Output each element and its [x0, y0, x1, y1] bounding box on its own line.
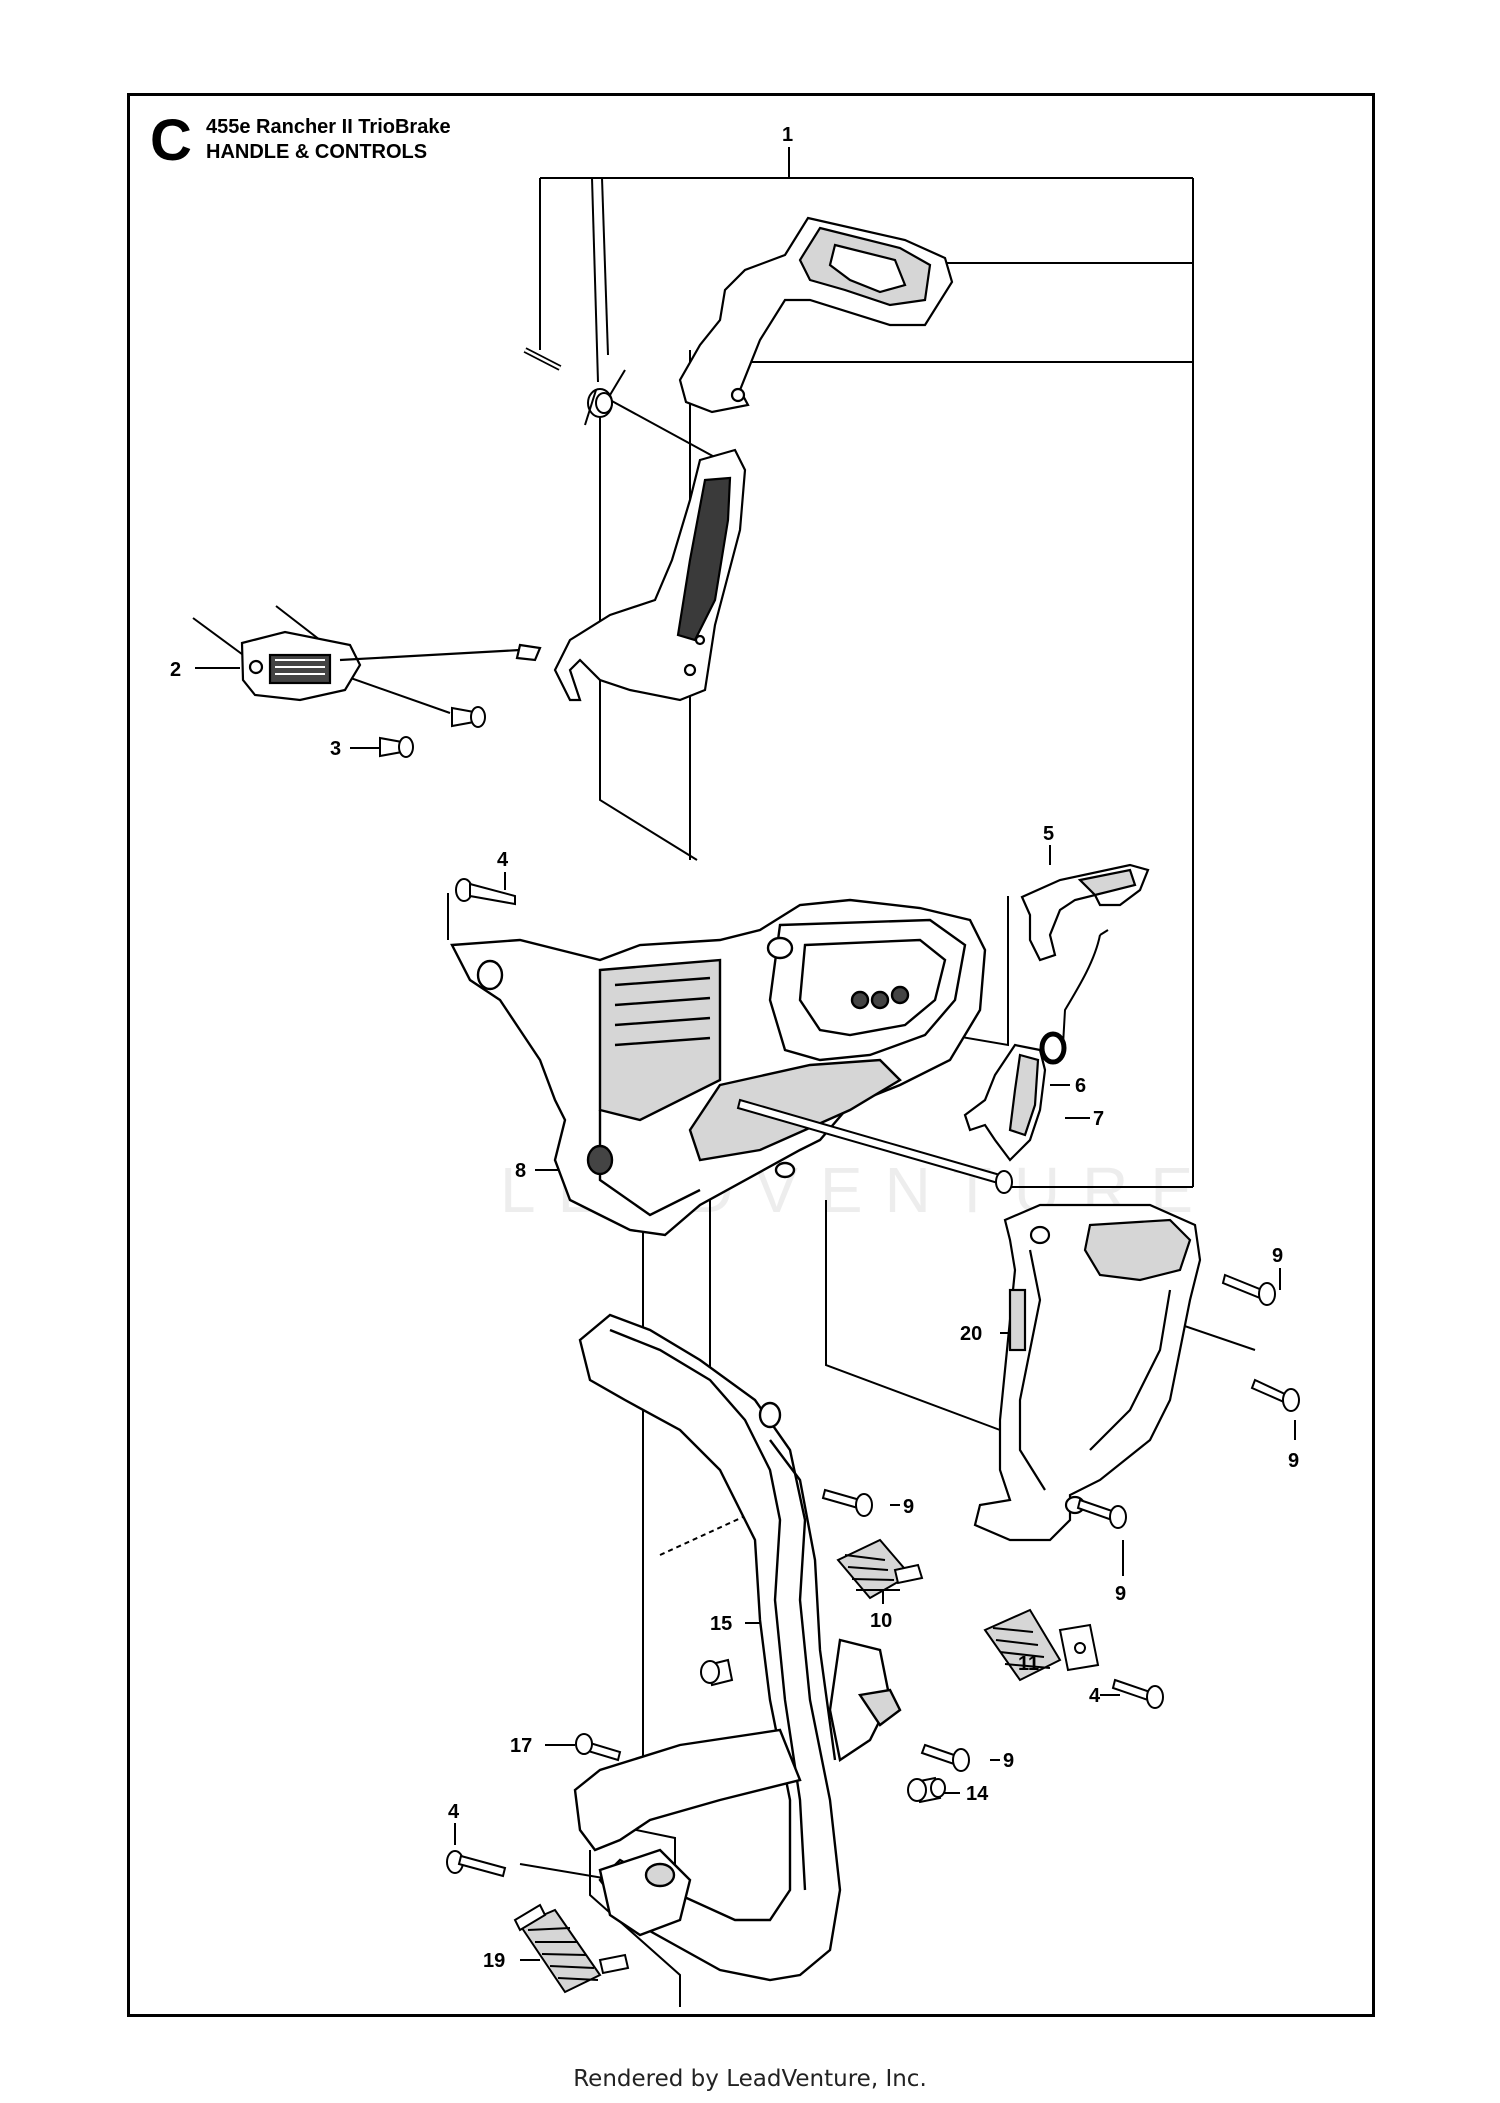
callout-19: 19: [483, 1950, 505, 1972]
part-bushing-14: [907, 1776, 946, 1804]
section-title: HANDLE & CONTROLS: [206, 141, 428, 163]
part-throttle-trigger: [1020, 863, 1150, 962]
callout-17: 17: [510, 1735, 532, 1757]
part-trigger-spring: [1039, 929, 1109, 1065]
part-handle-guard-top: [678, 216, 954, 414]
part-pin: [523, 347, 562, 371]
part-front-handle-bar: [573, 1313, 902, 1982]
callout-9-a: 9: [1272, 1245, 1283, 1267]
part-brake-lever: [553, 448, 747, 702]
callout-1: 1: [782, 124, 793, 146]
callout-15: 15: [710, 1613, 732, 1635]
callout-9-d: 9: [1115, 1583, 1126, 1605]
callout-4-top: 4: [497, 849, 509, 871]
part-screw-4-bottom: [446, 1850, 507, 1878]
part-torsion-spring: [584, 369, 626, 426]
part-long-bolt: [736, 1098, 1013, 1194]
part-bushing-top: [700, 1658, 734, 1687]
part-spacer-17: [575, 1733, 622, 1762]
callout-4-bottom: 4: [448, 1801, 460, 1823]
callout-5: 5: [1043, 823, 1054, 845]
part-screw-3: [379, 706, 486, 758]
callout-2: 2: [170, 659, 181, 681]
part-screws-9-cover: [1076, 1273, 1300, 1529]
diagram-frame: [127, 93, 1375, 2017]
part-rear-handle-housing: [450, 898, 987, 1237]
callout-labels: 1 2 3 4 5 6 7 8 9 9 9 9 9 10 11 4 15 17 …: [170, 124, 1299, 1972]
part-av-spring-10: [836, 1538, 924, 1600]
section-letter: C: [150, 108, 192, 173]
callout-9-e: 9: [1003, 1750, 1014, 1772]
callout-4-right: 4: [1089, 1685, 1101, 1707]
callout-14: 14: [966, 1783, 989, 1805]
callout-9-c: 9: [903, 1496, 914, 1518]
callout-10: 10: [870, 1610, 892, 1632]
part-screw-4-top: [455, 878, 516, 906]
callout-11: 11: [1018, 1653, 1039, 1675]
part-screw-4-right: [1111, 1678, 1164, 1709]
part-av-spring-11: [983, 1608, 1100, 1682]
part-av-spring-19: [513, 1903, 630, 1994]
callout-3: 3: [330, 738, 341, 760]
model-title: 455e Rancher II TrioBrake: [206, 116, 451, 138]
footer-credit: Rendered by LeadVenture, Inc.: [573, 2066, 927, 2092]
part-throttle-lockout: [240, 630, 542, 702]
callout-8: 8: [515, 1160, 526, 1182]
part-side-cover: [973, 1203, 1202, 1542]
callout-7: 7: [1093, 1108, 1104, 1130]
callout-20: 20: [960, 1323, 982, 1345]
callout-6: 6: [1075, 1075, 1086, 1097]
callout-9-b: 9: [1288, 1450, 1299, 1472]
part-screws-9-handle: [821, 1488, 970, 1772]
part-lockout-lever: [963, 1043, 1047, 1162]
